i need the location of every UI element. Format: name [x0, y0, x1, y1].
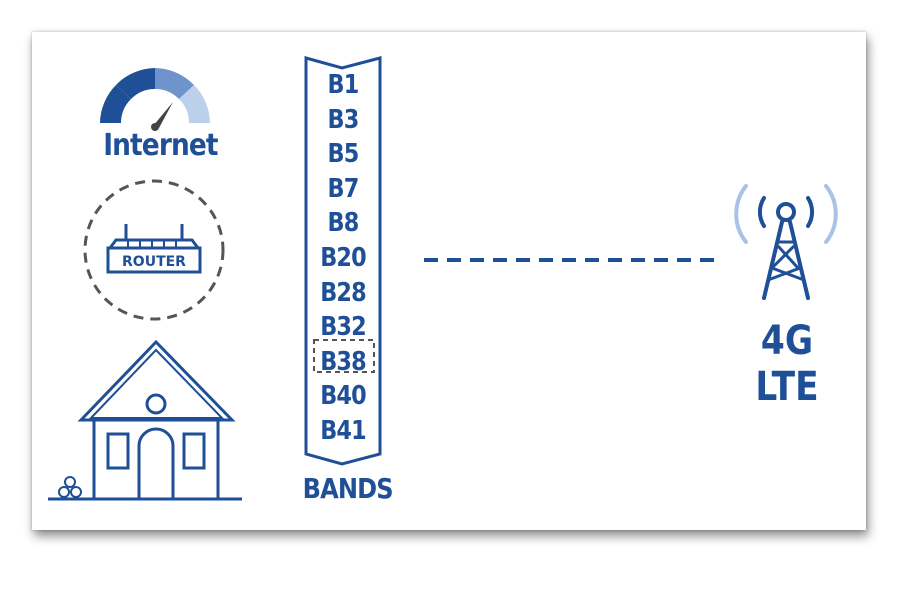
bands-label: BANDS: [302, 472, 394, 505]
gauge-needle: [153, 102, 173, 128]
diagram-card: [32, 32, 866, 530]
speedometer-icon: [100, 68, 210, 131]
antenna-head: [776, 202, 796, 222]
house-window-left: [106, 432, 130, 470]
gauge-segment-1: [100, 85, 131, 123]
connection-dashed-line: [424, 258, 716, 262]
signal-wave-inner-right: [806, 196, 815, 228]
signal-wave-outer-right: [824, 184, 838, 244]
router-dashed-circle: [83, 179, 225, 321]
router-icon: ROUTER: [83, 179, 225, 321]
router-body: [106, 246, 202, 274]
band-item: B28: [320, 277, 366, 308]
band-item: B40: [320, 381, 366, 412]
gauge-hub: [151, 123, 159, 131]
router-label: ROUTER: [122, 254, 186, 270]
band-item: B41: [320, 416, 366, 446]
gauge-segment-3: [155, 68, 194, 99]
band-item: B7: [327, 173, 360, 204]
house-icon: [48, 339, 242, 501]
band-item: B20: [320, 243, 366, 273]
internet-label: Internet: [103, 128, 218, 163]
gauge-segment-2: [116, 68, 155, 99]
band-item: B3: [327, 104, 360, 135]
band-item: B5: [327, 139, 360, 170]
band-item: B32: [320, 312, 366, 343]
gauge-segment-4: [179, 85, 210, 123]
house-door: [137, 427, 175, 498]
band-item: B8: [327, 208, 360, 239]
signal-wave-inner-left: [757, 196, 766, 228]
house-window-right: [182, 432, 206, 470]
signal-wave-outer-left: [734, 184, 748, 244]
band-highlight-box: [313, 339, 375, 373]
band-item: B1: [327, 70, 360, 100]
bands-column-outline: [304, 56, 382, 466]
house-round-window: [145, 393, 167, 415]
network-label: 4G LTE: [755, 318, 819, 410]
cell-tower-icon: [734, 184, 838, 300]
